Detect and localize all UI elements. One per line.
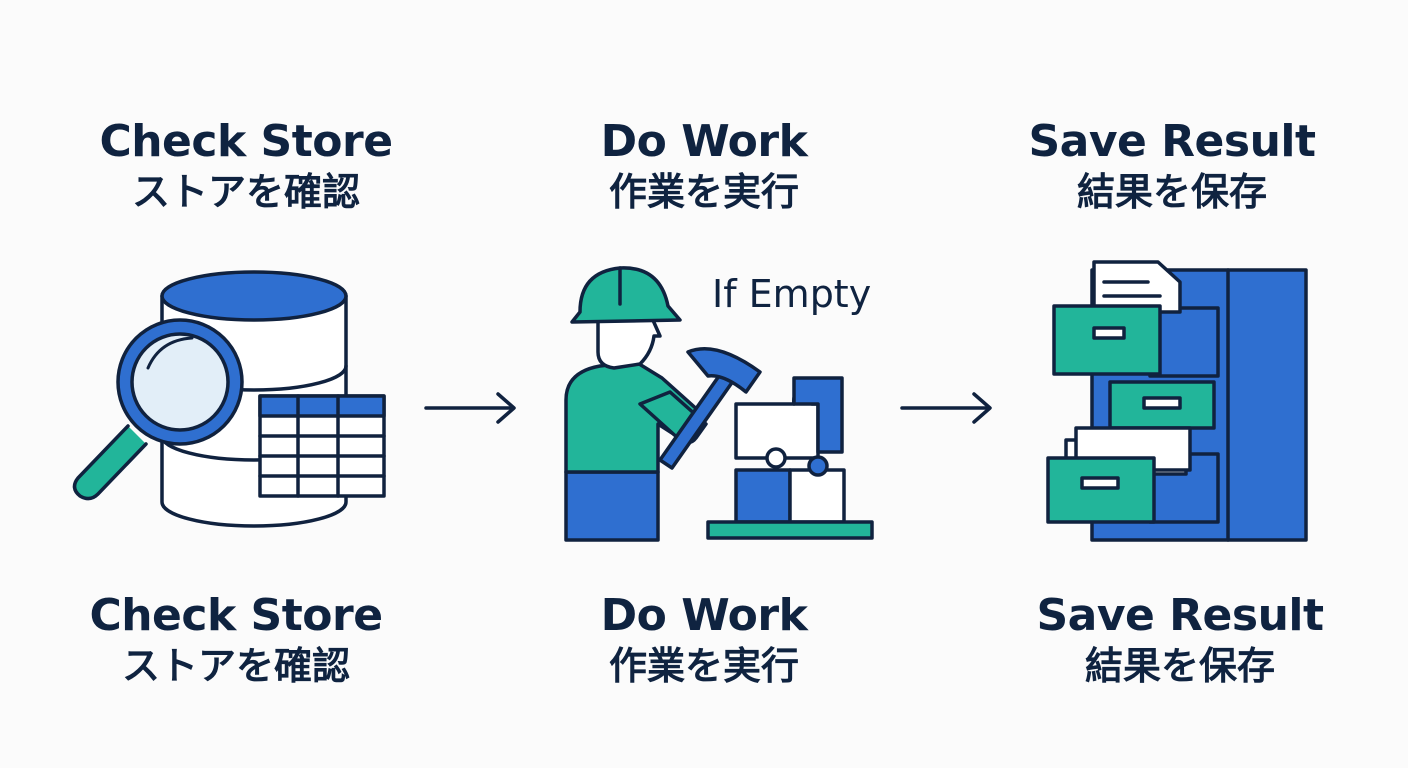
step-1-caption: Check Store ストアを確認 [56, 590, 416, 689]
step-3-title-en: Save Result [1028, 116, 1316, 167]
if-empty-label: If Empty [712, 272, 872, 316]
step-2-caption-en: Do Work [600, 590, 808, 641]
arrow-right-icon [424, 392, 516, 424]
step-3-caption-ja: 結果を保存 [1084, 643, 1275, 688]
step-3-caption: Save Result 結果を保存 [1000, 590, 1360, 689]
step-3-caption-en: Save Result [1036, 590, 1324, 641]
arrow-right-icon [900, 392, 992, 424]
step-1-title-ja: ストアを確認 [131, 169, 360, 214]
step-1-title-en: Check Store [99, 116, 393, 167]
step-1-caption-ja: ストアを確認 [121, 643, 350, 688]
worker-puzzle-icon [564, 266, 874, 542]
step-3-title-ja: 結果を保存 [1076, 169, 1267, 214]
step-2-title: Do Work 作業を実行 [524, 116, 884, 215]
step-2-caption: Do Work 作業を実行 [524, 590, 884, 689]
step-2-title-ja: 作業を実行 [608, 169, 799, 214]
step-2-caption-ja: 作業を実行 [608, 643, 799, 688]
step-3-title: Save Result 結果を保存 [992, 116, 1352, 215]
database-magnifier-icon [72, 270, 386, 528]
step-2-title-en: Do Work [600, 116, 808, 167]
step-1-caption-en: Check Store [89, 590, 383, 641]
step-1-title: Check Store ストアを確認 [66, 116, 426, 215]
filing-cabinet-icon [1046, 260, 1308, 542]
